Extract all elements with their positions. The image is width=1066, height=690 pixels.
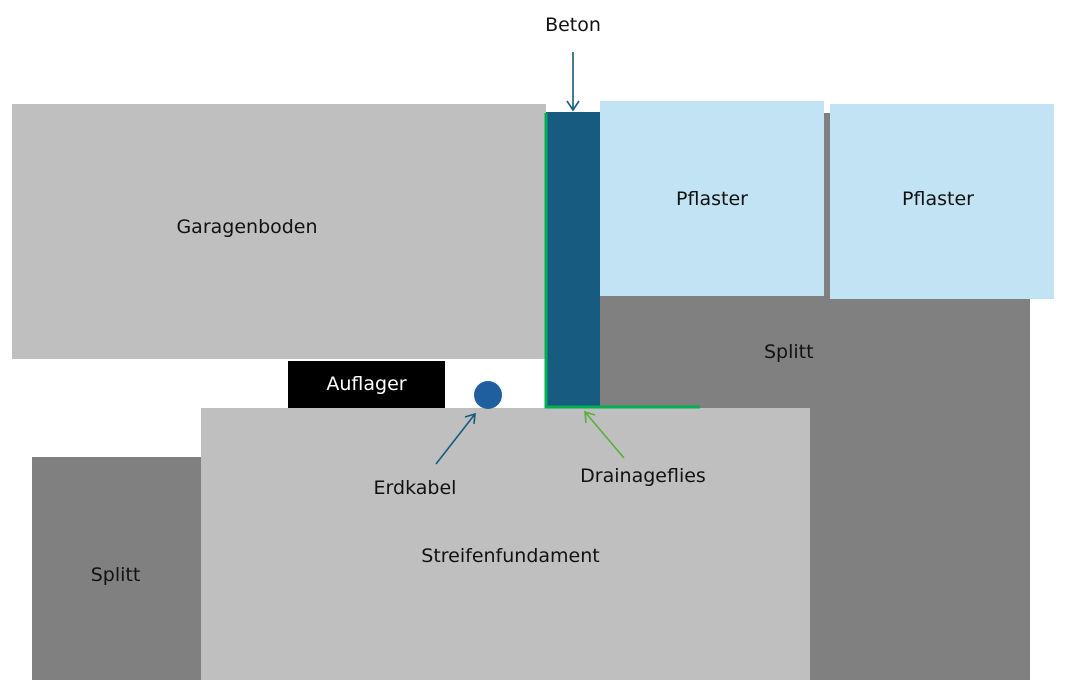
pflaster-label-2: Pflaster: [902, 187, 974, 210]
garagenboden-label: Garagenboden: [176, 215, 318, 238]
auflager-label: Auflager: [326, 372, 407, 395]
splitt-left-block: Splitt: [32, 457, 201, 680]
auflager-block: Auflager: [288, 361, 445, 408]
splitt-right-label: Splitt: [764, 341, 814, 363]
pflaster-block-2: Pflaster: [830, 104, 1054, 299]
garagenboden-block: Garagenboden: [12, 104, 546, 359]
drainage-fleece-line: [544, 113, 700, 409]
streifenfundament-block: Streifenfundament: [201, 408, 810, 680]
beton-block: [546, 112, 600, 407]
pflaster-block-1: Pflaster: [600, 101, 824, 296]
drainageflies-arrow: [584, 410, 625, 459]
beton-arrow: [566, 52, 580, 112]
drainageflies-label: Drainageflies: [580, 465, 706, 487]
pflaster-label-1: Pflaster: [676, 187, 748, 210]
erdkabel-label: Erdkabel: [373, 477, 457, 499]
beton-label: Beton: [545, 14, 601, 36]
streifenfundament-label: Streifenfundament: [421, 545, 600, 567]
erdkabel-circle: [474, 381, 502, 409]
erdkabel-arrow: [435, 412, 476, 465]
splitt-left-label: Splitt: [90, 563, 141, 586]
